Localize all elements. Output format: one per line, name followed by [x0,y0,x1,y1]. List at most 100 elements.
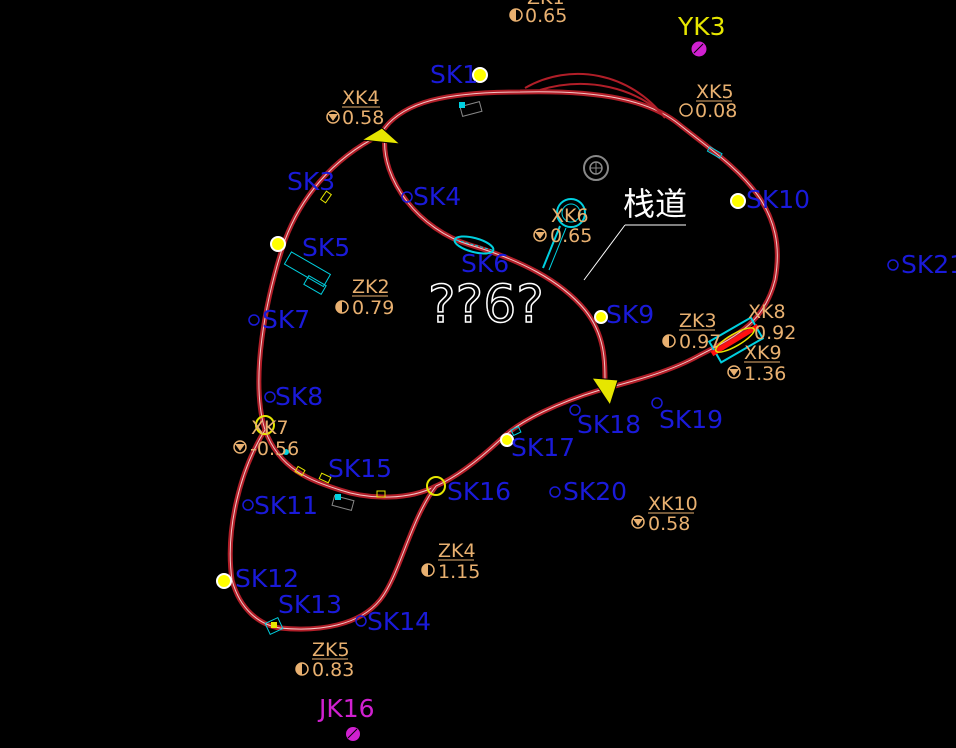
yk3-marker [691,41,707,57]
xk6-marker-fill [535,232,545,239]
fixture-dot [283,449,289,455]
sk17-marker [500,433,514,447]
xk10-symbol-fill [633,519,643,526]
sk20-marker [549,486,561,498]
center-label: ??6? [428,275,544,335]
sk15-label: SK15 [328,454,392,483]
sk1-label: SK1 [430,60,478,89]
walkway-upper-arc-2 [539,83,661,113]
walkway-upper-arc [524,72,666,119]
sk18-marker [569,404,581,416]
zk3-value: 0.97 [679,331,721,353]
xk7-ring [255,415,275,435]
sk6-label: SK6 [461,249,509,278]
zk1-name: ZK1 [527,0,565,9]
sk18-label: SK18 [577,410,641,439]
sk16-marker [426,476,446,496]
xk6-marker [533,228,547,242]
xk4-symbol [326,110,340,124]
zk5-symbol-fill [296,663,302,675]
xk4-name: XK4 [342,87,380,109]
sk8-label: SK8 [275,382,323,411]
sk20-label: SK20 [563,477,627,506]
sk9-marker [594,310,608,324]
sk17-label: SK17 [511,433,575,462]
fixture-box [294,465,306,477]
borehole-markers: ZK1 0.65 XK4 0.58 XK5 0.08 XK6 0.65 ZK2 … [233,0,796,681]
sk19-label: SK19 [659,405,723,434]
fixture-box [271,622,277,628]
xk10-symbol [631,515,645,529]
sk4-label: SK4 [413,182,461,211]
xk5-name: XK5 [696,81,734,103]
zk3-name: ZK3 [679,310,717,332]
xk7-symbol [233,440,247,454]
xk8-structure [707,316,765,364]
zk2-name: ZK2 [352,276,390,298]
sk14-marker [355,615,367,627]
xk7-value: -0.56 [250,438,299,460]
xk7-symbol-fill [235,444,245,451]
arrow-marker [591,377,619,407]
xk6-symbol [542,198,586,271]
zk3-symbol-fill [663,335,669,347]
arrow-marker [360,127,402,145]
sk9-label: SK9 [606,300,654,329]
xk6-name: XK6 [551,205,589,227]
sk12-label: SK12 [235,564,299,593]
zhandao-label: 栈道 [623,185,687,223]
sk14-label: SK14 [367,607,431,636]
sk11-label: SK11 [254,491,318,520]
zk4-symbol-fill [422,564,428,576]
sk21-label: SK21 [901,250,956,279]
path-fixtures [264,100,723,636]
xk7-name: XK7 [251,417,289,439]
walkway-outer-loop-inner-line [258,91,778,498]
sk11-marker [242,499,254,511]
fixture-box [459,102,465,108]
xk8-value: 0.92 [754,322,796,344]
sk5-marker [270,236,286,252]
sk16-label: SK16 [447,477,511,506]
jk16-hatch [347,728,358,739]
jk16-marker [346,727,360,741]
walkway-lower-loop-line [229,429,437,630]
fixture-box [706,146,723,159]
xk8-name: XK8 [748,301,786,323]
xk5-value: 0.08 [695,100,737,122]
sk7-label: SK7 [262,305,310,334]
jk16-label: JK16 [317,694,375,723]
xk9-name: XK9 [744,342,782,364]
sk19-marker [651,397,663,409]
xk10-name: XK10 [648,493,698,515]
xk5-symbol [679,103,693,117]
sk6-bridge-symbol [453,235,495,255]
sk10-label: SK10 [746,185,810,214]
zk2-value: 0.79 [352,297,394,319]
yk3-label: YK3 [677,12,726,41]
sk12-marker [216,573,232,589]
xk4-value: 0.58 [342,107,384,129]
sk21-marker [887,259,899,271]
fixture-box [319,190,333,204]
sk5-label: SK5 [302,233,350,262]
zk1-value: 0.65 [525,5,567,27]
sk4-marker [401,191,413,203]
xk9-value: 1.36 [744,363,786,385]
fixture-box [459,100,483,118]
sk8-marker [264,391,276,403]
sk1-marker [472,67,488,83]
sk7-marker [248,314,260,326]
zk4-name: ZK4 [438,540,476,562]
special-points: YK3 JK16 [317,12,726,741]
fixture-box [376,490,386,498]
yk3-hatch [693,43,704,54]
fixture-box [264,616,284,636]
zhandao-annotation: 栈道 [583,185,687,281]
fixture-box [283,251,332,288]
zk5-name: ZK5 [312,639,350,661]
fixture-box [335,494,341,500]
fixture-box [510,425,522,437]
